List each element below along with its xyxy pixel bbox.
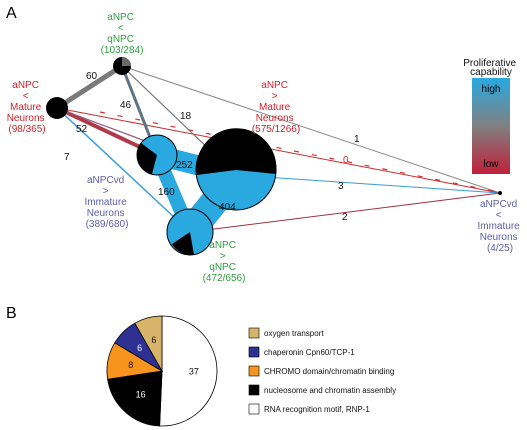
legend-title: Proliferative capability <box>463 58 519 78</box>
edge-label: 60 <box>86 71 98 82</box>
panel-b-label: B <box>6 305 17 322</box>
legend-swatch-chromo <box>248 365 260 377</box>
legend-swatch-oxygen-transport <box>248 327 260 339</box>
edge-label: 160 <box>158 187 175 198</box>
edge-label: 404 <box>219 202 236 213</box>
edge-big-to-far <box>235 174 501 194</box>
node-labels: aNPC < qNPC (103/284) aNPC < Mature Neur… <box>7 12 522 284</box>
pie-slice-label: 6 <box>137 343 142 353</box>
edge-top-to-red <box>55 63 124 111</box>
node-aNPC-gt-qNPC-slice <box>172 232 194 256</box>
pie-slice-label: 37 <box>189 367 199 377</box>
edge-label: 1 <box>354 134 360 145</box>
node-aNPC-gt-mature-slice <box>196 128 277 175</box>
legend-label-chromo: CHROMO domain/chromatin binding <box>264 367 394 376</box>
legend-label-oxygen-transport: oxygen transport <box>264 329 324 338</box>
node-aNPCvd-lt-immature <box>498 191 502 195</box>
node-aNPC-lt-mature <box>46 97 68 119</box>
edge-bottom-to-far <box>189 192 501 233</box>
edge-label: 46 <box>120 100 132 111</box>
pie-slice <box>107 370 163 427</box>
pie-legend: oxygen transport chaperonin Cpn60/TCP-1 … <box>248 327 396 415</box>
pie-slice <box>159 315 218 427</box>
node-aNPCvd-gt-immature-slice <box>137 143 157 174</box>
legend-label-nucleosome: nucleosome and chromatin assembly <box>264 386 396 395</box>
edge-label: 3 <box>338 181 344 192</box>
pie-slice-label: 8 <box>128 360 133 370</box>
edge-label: 252 <box>176 160 193 171</box>
edge-label: 52 <box>76 124 88 135</box>
legend-swatch-rna-recognition <box>248 403 260 415</box>
legend-label-chaperonin: chaperonin Cpn60/TCP-1 <box>264 348 355 357</box>
edge-label: 7 <box>64 152 70 163</box>
node-aNPC-lt-qNPC-slice <box>122 57 131 66</box>
edge-red-to-bottom <box>56 107 191 233</box>
pie-slice-label: 16 <box>136 390 146 400</box>
edge-top-to-far <box>121 65 501 194</box>
legend-low-label: low <box>483 159 499 170</box>
legend-label-rna-recognition: RNA recognition motif, RNP-1 <box>264 405 370 414</box>
pie-slice-label: 6 <box>151 335 156 345</box>
legend-gradient-bar <box>472 78 510 174</box>
edge-red-to-far <box>56 107 501 194</box>
node-label-aNPCvd-lt-immature: aNPCvd < Immature Neurons (4/25) <box>477 199 522 254</box>
network-nodes <box>46 57 502 256</box>
proliferative-legend: Proliferative capability high low <box>463 58 519 174</box>
node-label-aNPC-gt-mature: aNPC > Mature Neurons (575/1266) <box>252 80 300 135</box>
legend-swatch-nucleosome <box>248 384 260 396</box>
pie-slice <box>134 315 163 373</box>
node-label-aNPCvd-gt-immature: aNPCvd > Immature Neurons (389/680) <box>84 175 129 230</box>
edge-label: 18 <box>180 111 192 122</box>
node-label-aNPC-lt-qNPC: aNPC < qNPC (103/284) <box>101 12 144 56</box>
node-label-aNPC-gt-qNPC: aNPC > qNPC (472/656) <box>203 240 246 284</box>
edge-label: 0 <box>343 155 349 166</box>
edge-label: 2 <box>342 212 348 223</box>
legend-high-label: high <box>482 84 501 95</box>
panel-a-label: A <box>6 5 17 22</box>
node-label-aNPC-lt-mature: aNPC < Mature Neurons (98/365) <box>7 80 48 135</box>
legend-swatch-chaperonin <box>248 346 260 358</box>
edge-labels: 60 46 18 52 7 252 160 404 1 0 3 2 <box>64 71 360 223</box>
edge-dashed <box>99 111 499 193</box>
